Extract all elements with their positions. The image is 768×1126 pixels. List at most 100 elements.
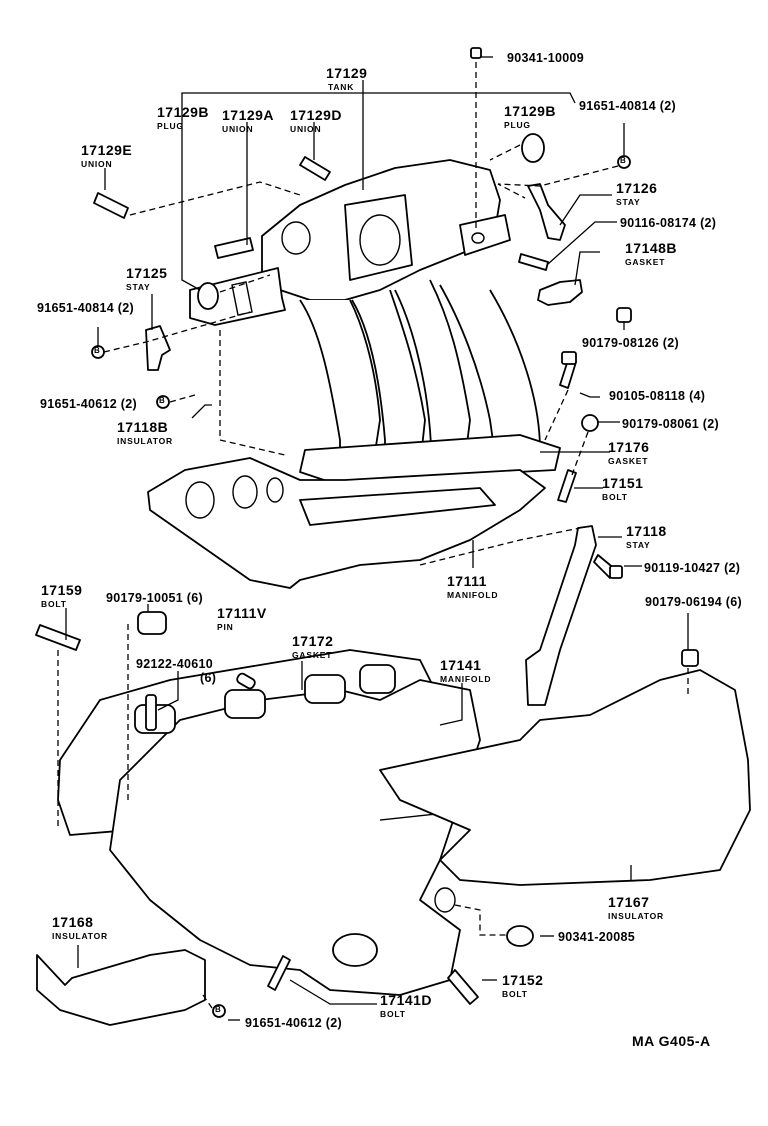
insulator-17118b xyxy=(189,267,286,326)
washer-b-label: B xyxy=(94,346,100,355)
callout-90119-10427: 90119-10427 (2) xyxy=(644,560,740,576)
part-name: PLUG xyxy=(157,121,184,131)
stay-17118 xyxy=(525,525,597,706)
nut-90179-08061 xyxy=(581,414,599,432)
plug-90341-20085 xyxy=(506,925,534,947)
part-number: 17126 xyxy=(616,180,658,196)
callout-17125-stay: 17125 STAY xyxy=(126,266,167,292)
part-quantity: (6) xyxy=(200,671,217,685)
part-number: 90341-10009 xyxy=(507,51,584,65)
part-name: INSULATOR xyxy=(608,911,664,921)
part-name: STAY xyxy=(626,540,651,550)
bolt-17141d xyxy=(267,955,291,991)
nut-90179-08126 xyxy=(616,307,632,323)
washer-b-label: B xyxy=(159,396,165,405)
part-name: PIN xyxy=(217,622,234,632)
callout-17129b-plug-left: 17129B PLUG xyxy=(157,105,209,131)
insulator-17168 xyxy=(36,949,206,1026)
part-name: INSULATOR xyxy=(52,931,108,941)
callout-90179-08061: 90179-08061 (2) xyxy=(622,416,719,432)
part-number: 90179-08126 (2) xyxy=(582,336,679,350)
part-name: UNION xyxy=(222,124,254,134)
stud-92122-40610 xyxy=(145,694,157,731)
plug-90341-10009 xyxy=(470,47,482,59)
callout-17129e-union: 17129E UNION xyxy=(81,143,132,169)
washer-b-icon xyxy=(91,155,631,1018)
part-number: 90341-20085 xyxy=(558,930,635,944)
part-name: STAY xyxy=(616,197,641,207)
part-number: 91651-40814 (2) xyxy=(579,99,676,113)
callout-17141-manifold: 17141 MANIFOLD xyxy=(440,658,491,684)
callout-90105-08118: 90105-08118 (4) xyxy=(609,388,705,404)
part-name: GASKET xyxy=(625,257,666,267)
part-number: 17141 xyxy=(440,657,482,673)
callout-91651-40612-lower: 91651-40612 (2) xyxy=(245,1015,342,1031)
insulator-17167 xyxy=(379,669,751,886)
stay-17125 xyxy=(145,325,171,371)
part-number: 91651-40814 (2) xyxy=(37,301,134,315)
part-name: BOLT xyxy=(380,1009,406,1019)
nut-90179-10051 xyxy=(137,611,167,635)
callout-17172-gasket: 17172 GASKET xyxy=(292,634,333,660)
callout-92122-40610: 92122-40610 (6) xyxy=(136,656,216,685)
part-number: 17152 xyxy=(502,972,544,988)
callout-17129d-union: 17129D UNION xyxy=(290,108,342,134)
part-number: 90179-08061 (2) xyxy=(622,417,719,431)
callout-17168-insulator: 17168 INSULATOR xyxy=(52,915,108,941)
part-number: 17176 xyxy=(608,439,650,455)
callout-91651-40612-upper: 91651-40612 (2) xyxy=(40,396,137,412)
bolt-17152 xyxy=(447,969,479,1005)
union-17129a xyxy=(214,237,254,259)
callout-91651-40814-left: 91651-40814 (2) xyxy=(37,300,134,316)
nut-90179-06194 xyxy=(681,649,699,667)
part-number: 17172 xyxy=(292,633,334,649)
callout-17167-insulator: 17167 INSULATOR xyxy=(608,895,664,921)
part-number: 17129E xyxy=(81,142,133,158)
part-number: 17159 xyxy=(41,582,83,598)
part-number: 17118B xyxy=(117,419,169,435)
callout-17152-bolt: 17152 BOLT xyxy=(502,973,543,999)
stud-90116-08174 xyxy=(518,253,549,271)
part-number: 91651-40612 (2) xyxy=(40,397,137,411)
part-number: 17129A xyxy=(222,107,275,123)
part-number: 90179-10051 (6) xyxy=(106,591,203,605)
part-number: 17129B xyxy=(157,104,210,120)
gasket-17148b xyxy=(537,279,583,306)
part-name: GASKET xyxy=(608,456,649,466)
part-number: 90119-10427 (2) xyxy=(644,561,741,575)
part-number: 90116-08174 (2) xyxy=(620,216,717,230)
diagram-reference-code: MA G405-A xyxy=(632,1033,711,1049)
pin-17111v xyxy=(236,672,256,690)
bolt-17159 xyxy=(35,624,81,651)
callout-90179-10051: 90179-10051 (6) xyxy=(106,590,203,606)
part-name: INSULATOR xyxy=(117,436,173,446)
callout-17118-stay: 17118 STAY xyxy=(626,524,667,550)
part-name: BOLT xyxy=(502,989,528,999)
callout-17141d-bolt: 17141D BOLT xyxy=(380,993,432,1019)
part-name: MANIFOLD xyxy=(440,674,492,684)
part-number: 92122-40610 xyxy=(136,657,213,671)
part-number: 17167 xyxy=(608,894,650,910)
part-number: 17129 xyxy=(326,65,368,81)
manifold-17111 xyxy=(147,457,546,589)
callout-90179-08126: 90179-08126 (2) xyxy=(582,335,679,351)
part-number: 17148B xyxy=(625,240,678,256)
part-number: 17125 xyxy=(126,265,168,281)
washer-b-label: B xyxy=(620,156,626,165)
part-name: TANK xyxy=(328,82,355,92)
part-number: 17151 xyxy=(602,475,644,491)
part-number: 17141D xyxy=(380,992,433,1008)
part-number: 90105-08118 (4) xyxy=(609,389,706,403)
part-number: 17129B xyxy=(504,103,557,119)
callout-17111-manifold: 17111 MANIFOLD xyxy=(447,574,498,600)
part-name: BOLT xyxy=(602,492,628,502)
assembly-lines xyxy=(57,62,689,1009)
part-name: GASKET xyxy=(292,650,333,660)
part-number: 17111 xyxy=(447,573,487,589)
part-number: 17168 xyxy=(52,914,94,930)
part-number: 91651-40612 (2) xyxy=(245,1016,342,1030)
callout-17126-stay: 17126 STAY xyxy=(616,181,657,207)
part-number: 17129D xyxy=(290,107,343,123)
plug-17129b-right xyxy=(521,133,545,163)
